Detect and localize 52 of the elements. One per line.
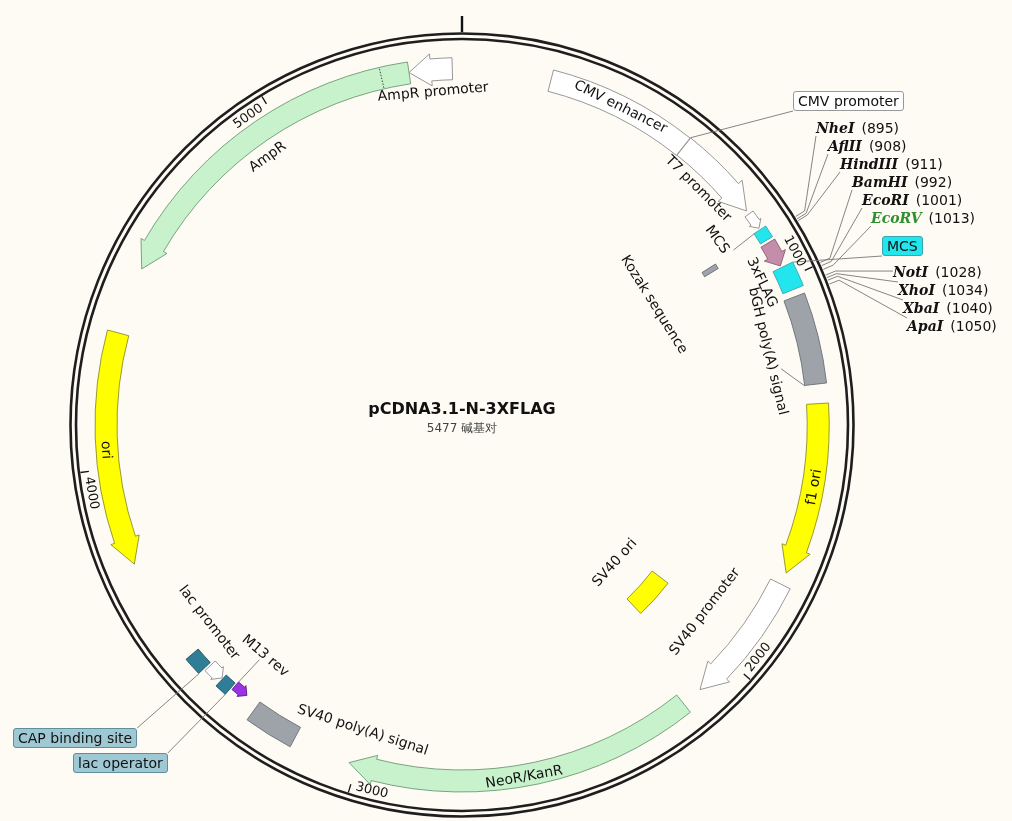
feature-label: AmpR promoter <box>376 78 489 105</box>
leader-line <box>796 153 829 220</box>
leader-line <box>167 693 227 754</box>
feature-callout: lac operator <box>73 753 168 773</box>
site-position: (908) <box>868 138 907 154</box>
leader-line <box>780 368 806 387</box>
scale-label: 1000 <box>781 233 810 269</box>
leader-line <box>826 273 899 283</box>
enzyme-name: HindIII <box>840 156 899 172</box>
leader-line <box>795 135 817 217</box>
leader-line <box>237 659 260 683</box>
site-position: (1050) <box>950 318 997 334</box>
site-position: (992) <box>914 174 953 190</box>
feature-callout: MCS <box>882 236 923 256</box>
enzyme-name: ApaI <box>907 318 944 334</box>
enzyme-name: EcoRV <box>871 210 922 226</box>
leader-line <box>819 189 853 263</box>
leader-line <box>792 255 883 263</box>
directional-feature <box>230 681 248 698</box>
site-position: (1013) <box>928 210 976 226</box>
enzyme-name: XbaI <box>903 300 940 316</box>
leader-line <box>827 275 904 301</box>
feature-label: f1 ori <box>801 467 824 507</box>
feature-block <box>215 673 237 695</box>
site-position: (1001) <box>915 192 963 208</box>
leader-line <box>733 233 755 251</box>
feature-callout: CAP binding site <box>13 728 138 748</box>
site-position: (895) <box>861 120 900 136</box>
plasmid-name: pCDNA3.1-N-3XFLAG <box>368 398 556 418</box>
site-position: (911) <box>905 156 943 172</box>
enzyme-name: BamHI <box>852 174 908 190</box>
leader-line <box>822 225 872 270</box>
scale-label: 3000 <box>353 779 390 801</box>
enzyme-name: AflII <box>828 138 862 154</box>
feature-callout: CMV promoter <box>793 91 904 111</box>
scale-label: 4000 <box>82 475 102 511</box>
feature-block <box>753 225 774 246</box>
leader-line <box>690 110 794 139</box>
leader-line <box>136 673 200 729</box>
site-position: (1028) <box>935 264 982 280</box>
leader-line <box>797 171 841 221</box>
site-position: (1034) <box>941 282 989 298</box>
enzyme-name: NheI <box>816 120 855 136</box>
site-position: (1040) <box>946 300 993 316</box>
leader-line <box>821 207 863 267</box>
feature-label: ori <box>98 440 116 460</box>
plasmid-length: 5477 碱基对 <box>426 421 498 435</box>
enzyme-name: EcoRI <box>862 192 909 208</box>
enzyme-name: XhoI <box>898 282 935 298</box>
leader-line <box>825 270 894 276</box>
leader-line <box>828 279 908 319</box>
enzyme-name: NotI <box>893 264 929 280</box>
